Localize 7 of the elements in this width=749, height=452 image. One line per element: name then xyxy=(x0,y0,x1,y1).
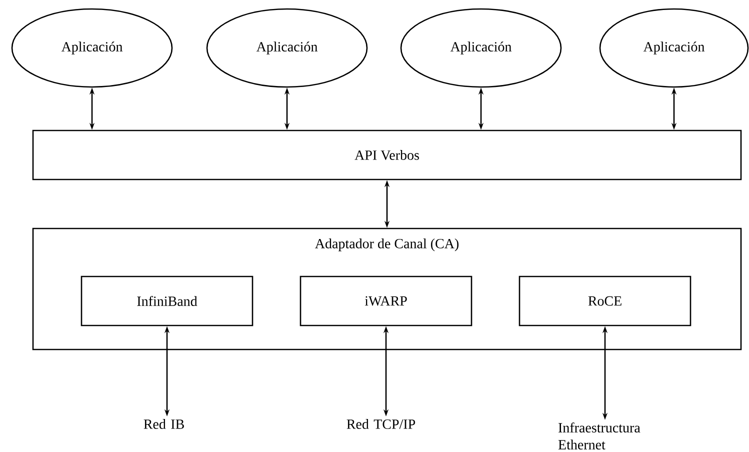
network-label: Red IB xyxy=(144,419,184,429)
protocol-box: iWARP xyxy=(300,276,472,326)
network-label: Red TCP/IP xyxy=(346,419,416,429)
layer-box: API Verbos xyxy=(32,130,742,180)
protocol-box: RoCE xyxy=(518,276,692,326)
protocol-box: InfiniBand xyxy=(80,276,254,326)
network-label: Infraestructura Ethernet xyxy=(558,422,640,450)
